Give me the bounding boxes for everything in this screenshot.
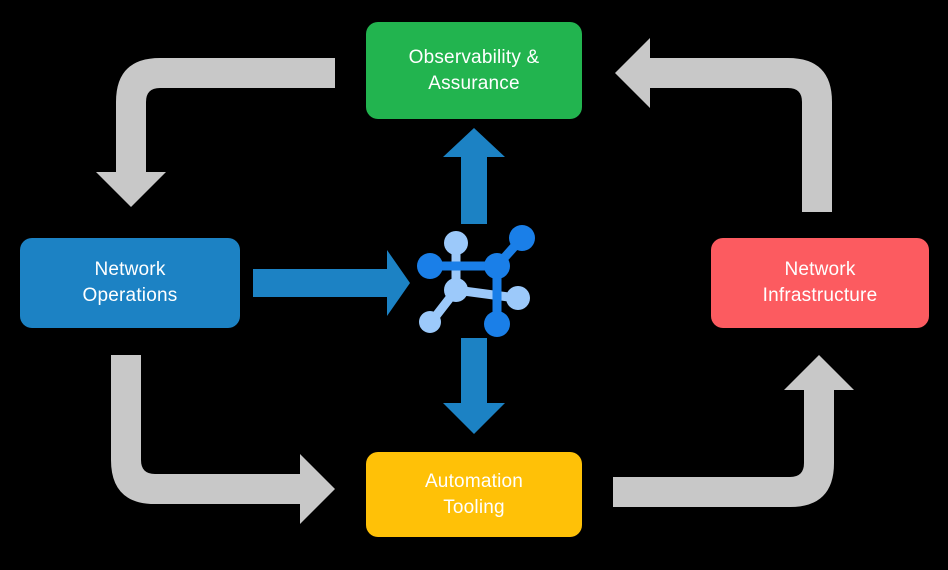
node-network-infrastructure[interactable]: Network Infrastructure [711, 238, 929, 328]
arrow-automation-to-infrastructure [613, 355, 854, 507]
arrow-observability-to-operations [96, 58, 335, 207]
node-network-infrastructure-label: Network Infrastructure [762, 259, 878, 306]
node-network-operations-label: Network Operations [82, 259, 178, 306]
arrow-operations-to-automation [111, 355, 335, 524]
network-icon-group [417, 225, 535, 337]
arrow-operations-to-center [253, 250, 410, 316]
node-automation-tooling-label: Automation Tooling [424, 470, 524, 518]
arrow-infrastructure-to-observability [615, 38, 832, 212]
arrow-center-to-automation [443, 338, 505, 434]
network-icon-secondary-nodes [419, 231, 530, 333]
network-icon-primary-nodes [417, 225, 535, 337]
arrow-center-to-observability [443, 128, 505, 224]
node-automation-tooling[interactable]: Automation Tooling [366, 452, 582, 537]
node-network-operations[interactable]: Network Operations [20, 238, 240, 328]
node-observability-assurance[interactable]: Observability & Assurance [366, 22, 582, 119]
node-observability-label: Observability & Assurance [408, 46, 540, 94]
